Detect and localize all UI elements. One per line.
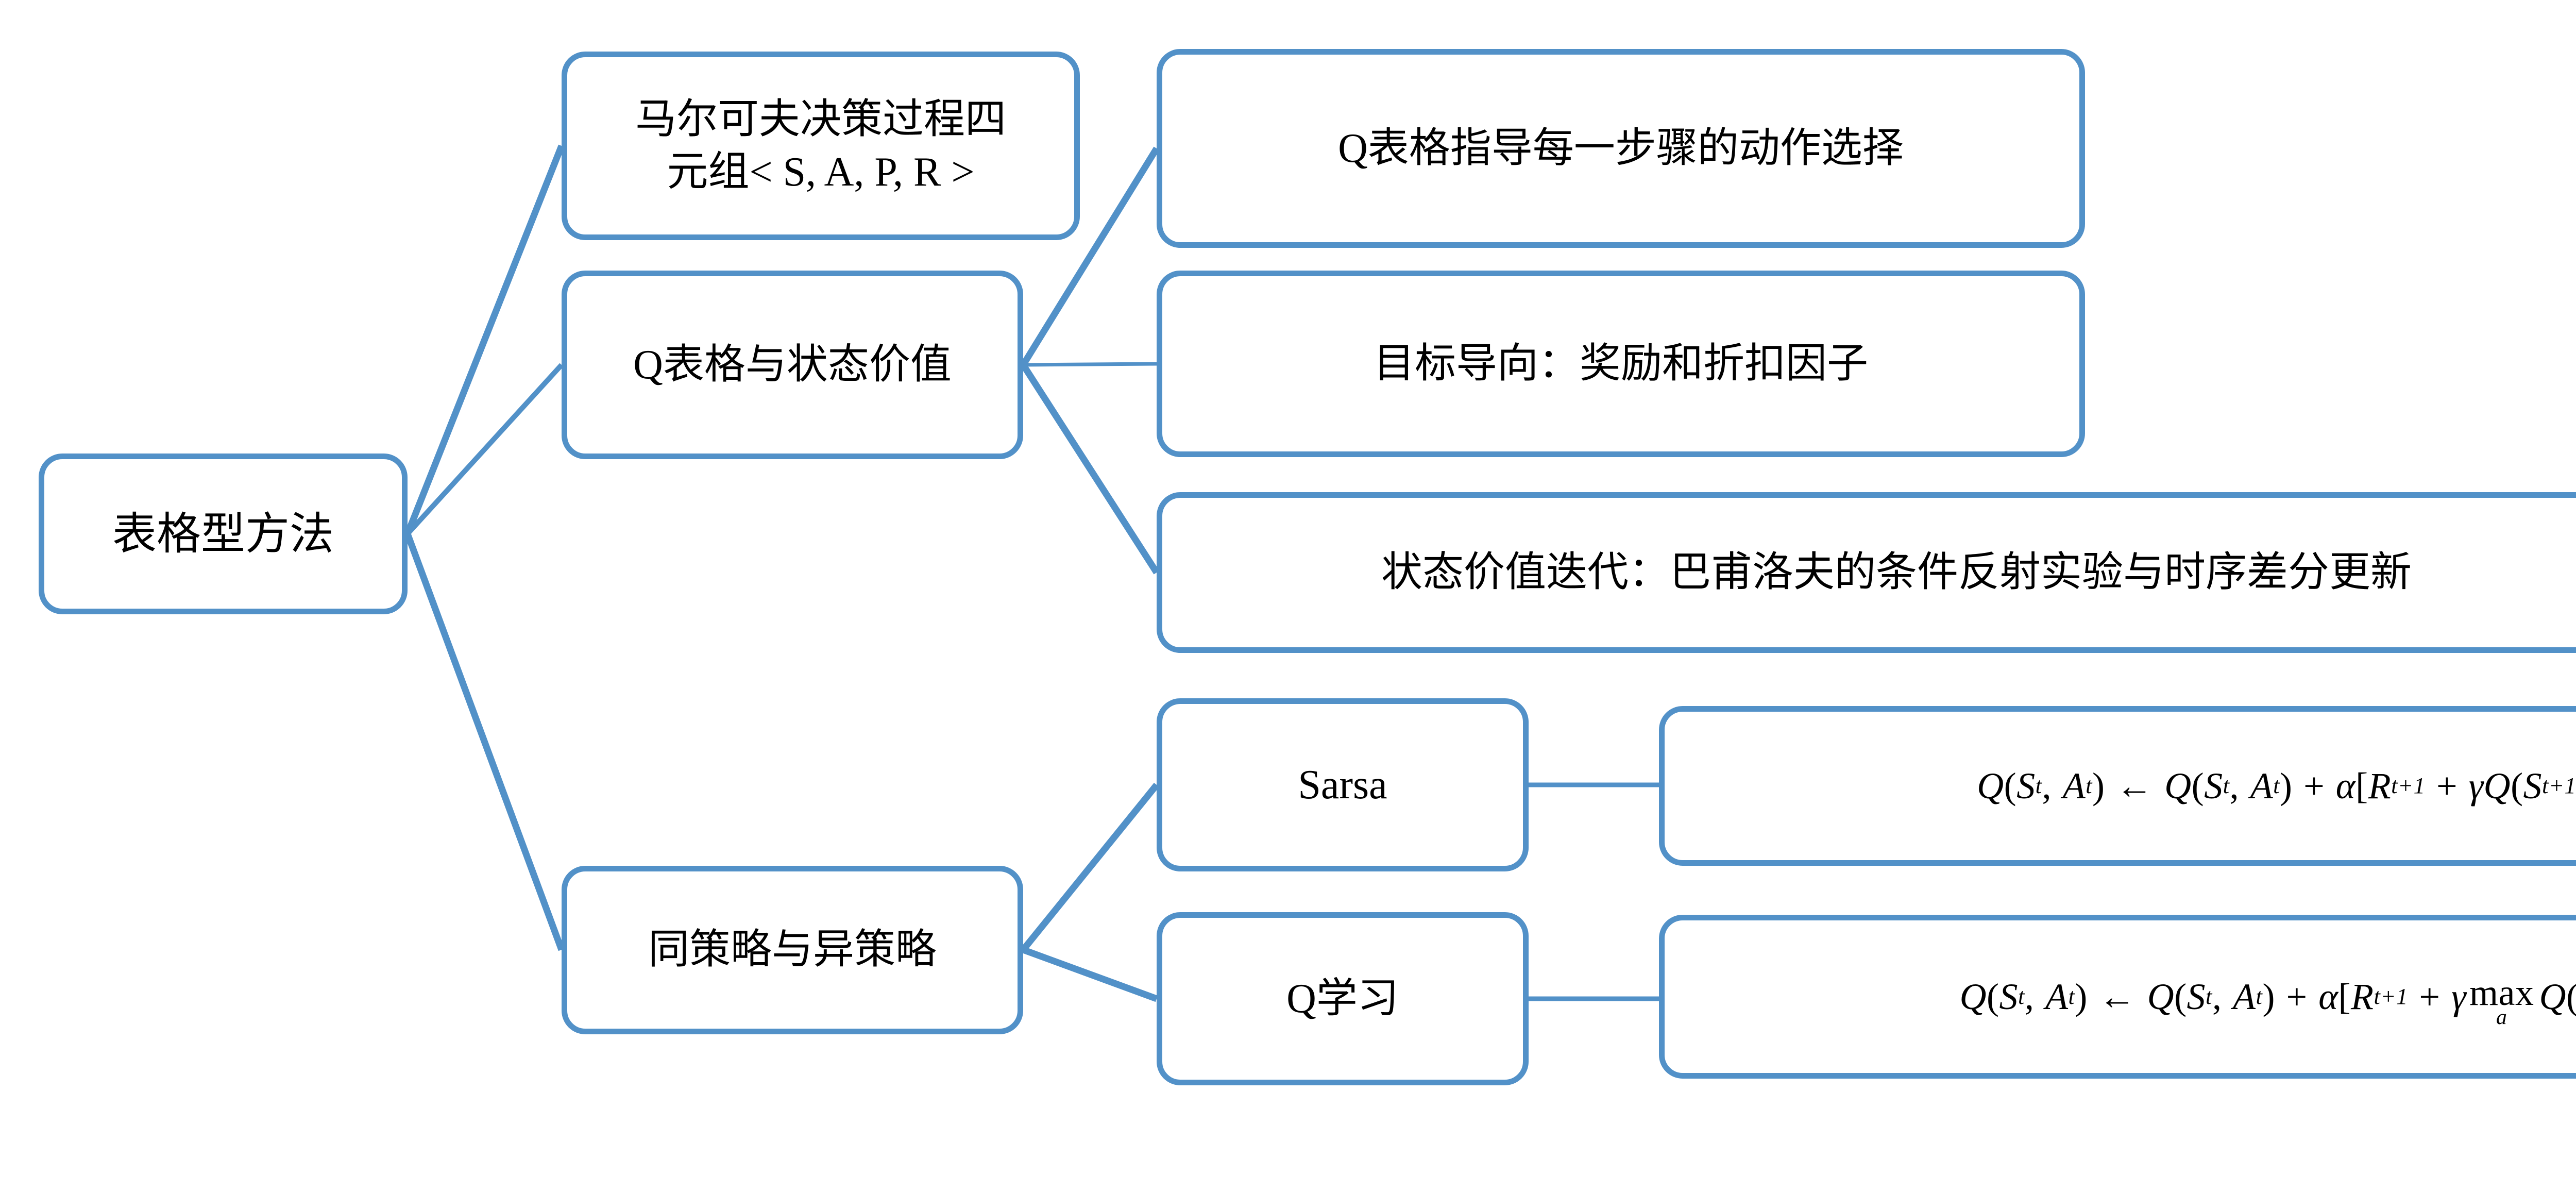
- node-q-learning[interactable]: Q学习: [1157, 912, 1529, 1085]
- q-learning-equation-math: Q(St,At)←Q(St,At)+α[Rt+1+γmaxaQ(St+1,a)−…: [1959, 972, 2576, 1030]
- node-q-table-state-value-label: Q表格与状态价值: [633, 342, 952, 388]
- edge-policy-to-qlearn: [1022, 946, 1158, 1002]
- node-q-learning-label: Q学习: [1286, 976, 1399, 1021]
- node-q-table-guides-action-label: Q表格指导每一步骤的动作选择: [1338, 125, 1904, 171]
- node-state-value-iteration-label: 状态价值迭代：巴甫洛夫的条件反射实验与时序差分更新: [1381, 549, 2412, 595]
- node-sarsa-equation[interactable]: Q(St,At)←Q(St,At)+α[Rt+1+γQ(St+1,At+1)−Q…: [1659, 706, 2576, 866]
- node-mdp-tuple[interactable]: 马尔可夫决策过程四 元组< S, A, P, R >: [562, 52, 1080, 240]
- edge-qtable-to-goal: [1023, 362, 1157, 367]
- sarsa-equation-math: Q(St,At)←Q(St,At)+α[Rt+1+γQ(St+1,At+1)−Q…: [1977, 765, 2576, 807]
- edge-qtable-to-iter: [1020, 363, 1160, 575]
- node-q-table-guides-action[interactable]: Q表格指导每一步骤的动作选择: [1157, 49, 2085, 248]
- node-goal-oriented[interactable]: 目标导向：奖励和折扣因子: [1157, 271, 2085, 457]
- edge-policy-to-sarsa: [1020, 782, 1160, 952]
- node-state-value-iteration[interactable]: 状态价值迭代：巴甫洛夫的条件反射实验与时序差分更新: [1157, 492, 2576, 653]
- node-on-off-policy[interactable]: 同策略与异策略: [562, 866, 1023, 1034]
- node-goal-oriented-label: 目标导向：奖励和折扣因子: [1374, 341, 1868, 387]
- node-on-off-policy-label: 同策略与异策略: [648, 927, 937, 973]
- node-root-label: 表格型方法: [112, 509, 334, 559]
- node-q-learning-equation[interactable]: Q(St,At)←Q(St,At)+α[Rt+1+γmaxaQ(St+1,a)−…: [1659, 915, 2576, 1079]
- node-sarsa-label: Sarsa: [1298, 762, 1387, 808]
- node-sarsa[interactable]: Sarsa: [1157, 698, 1529, 871]
- edge-root-to-policy: [404, 532, 565, 951]
- edge-root-to-qtable: [405, 363, 564, 536]
- node-root[interactable]: 表格型方法: [39, 454, 408, 614]
- node-q-table-state-value[interactable]: Q表格与状态价值: [562, 271, 1023, 459]
- node-mdp-tuple-label: 马尔可夫决策过程四 元组< S, A, P, R >: [635, 96, 1006, 195]
- edge-root-to-mdp: [404, 144, 565, 535]
